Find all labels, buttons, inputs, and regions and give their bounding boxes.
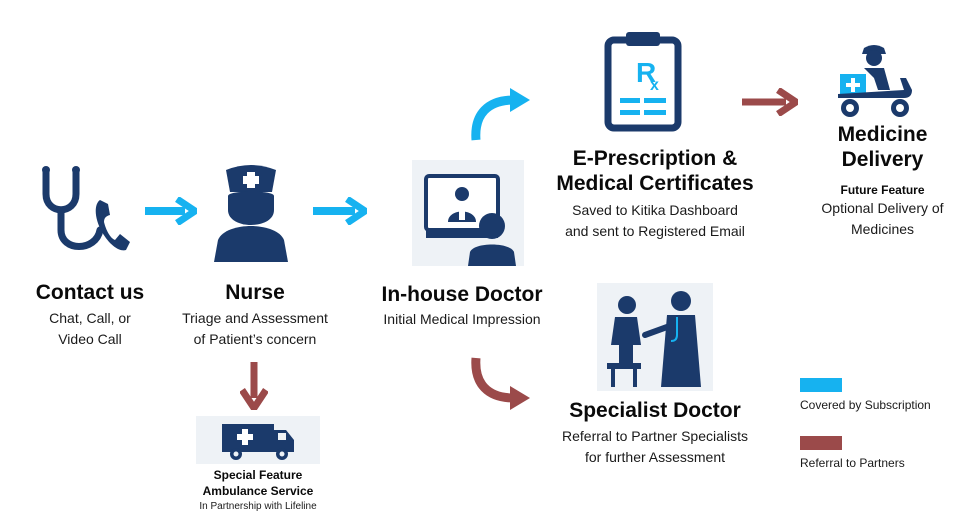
ambulance-node: Special Feature Ambulance Service In Par… — [168, 467, 348, 514]
eprescription-title-line1: E-Prescription & — [572, 147, 738, 170]
legend-swatch-partners — [800, 436, 842, 450]
doctor-node: In-house Doctor Initial Medical Impressi… — [362, 282, 562, 330]
specialist-node: Specialist Doctor Referral to Partner Sp… — [540, 398, 770, 468]
legend-swatch-subscription — [800, 378, 842, 392]
legend-label-subscription: Covered by Subscription — [800, 398, 931, 412]
specialist-title: Specialist Doctor — [569, 399, 741, 422]
nurse-icon — [208, 162, 294, 262]
ambulance-tag: Special Feature — [213, 468, 303, 482]
delivery-title-line2: Delivery — [841, 148, 924, 171]
specialist-line2: for further Assessment — [584, 449, 726, 465]
doctor-line1: Initial Medical Impression — [383, 311, 541, 327]
ambulance-icon — [196, 416, 320, 464]
delivery-line2: Medicines — [850, 221, 915, 237]
nurse-title: Nurse — [225, 281, 285, 304]
arrow-eprescription-to-delivery — [740, 88, 798, 116]
arrow-nurse-to-doctor — [311, 197, 367, 225]
nurse-line2: of Patient’s concern — [193, 331, 317, 347]
nurse-line1: Triage and Assessment — [182, 310, 328, 326]
svg-text:R: R — [636, 57, 656, 88]
delivery-tag: Future Feature — [840, 183, 925, 197]
delivery-scooter-icon — [834, 42, 918, 124]
arrow-doctor-to-eprescription — [464, 84, 534, 142]
nurse-node: Nurse Triage and Assessment of Patient’s… — [165, 280, 345, 350]
ambulance-line1: In Partnership with Lifeline — [199, 501, 317, 512]
stethoscope-phone-icon — [38, 160, 138, 260]
contact-line2: Video Call — [58, 331, 122, 347]
prescription-clipboard-icon: R x — [604, 30, 682, 132]
legend-label-partners: Referral to Partners — [800, 456, 905, 470]
specialist-line1: Referral to Partner Specialists — [562, 428, 748, 444]
doctor-title: In-house Doctor — [381, 283, 543, 306]
delivery-line1: Optional Delivery of — [821, 200, 944, 216]
delivery-title-line1: Medicine — [837, 123, 928, 146]
specialist-exam-icon — [597, 283, 713, 391]
eprescription-title-line2: Medical Certificates — [556, 172, 754, 195]
eprescription-line1: Saved to Kitika Dashboard — [572, 202, 738, 218]
video-consult-icon — [412, 160, 524, 266]
ambulance-title: Ambulance Service — [202, 484, 314, 498]
contact-line1: Chat, Call, or — [49, 310, 131, 326]
eprescription-node: E-Prescription & Medical Certificates Sa… — [542, 146, 768, 242]
svg-text:x: x — [650, 77, 659, 94]
delivery-node: Medicine Delivery Future Feature Optiona… — [800, 122, 965, 240]
arrow-doctor-to-specialist — [464, 356, 534, 414]
arrow-contact-to-nurse — [143, 197, 197, 225]
eprescription-line2: and sent to Registered Email — [565, 223, 745, 239]
legend: Covered by Subscription Referral to Part… — [800, 378, 960, 478]
contact-node: Contact us Chat, Call, or Video Call — [10, 280, 170, 350]
contact-title: Contact us — [35, 281, 145, 304]
arrow-nurse-to-ambulance — [240, 360, 268, 410]
